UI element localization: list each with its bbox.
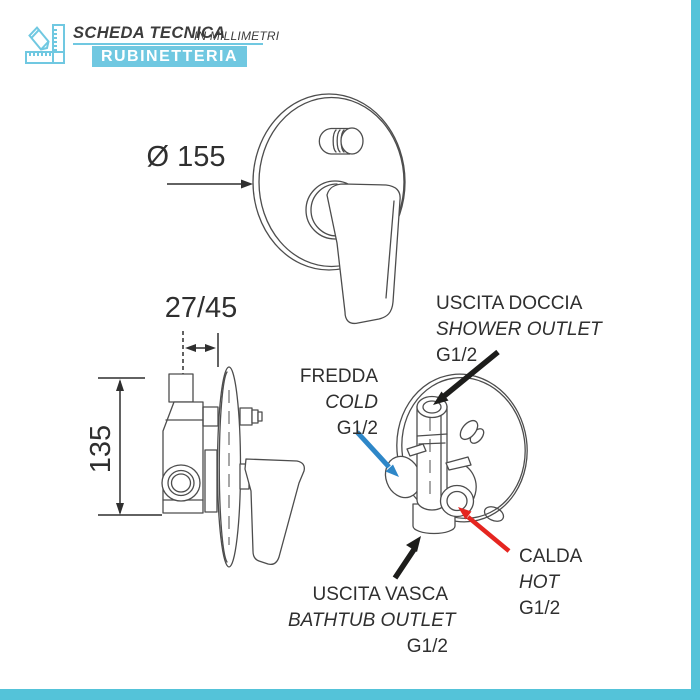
header-divider (73, 43, 263, 45)
shower-outlet-callout: USCITA DOCCIA SHOWER OUTLET G1/2 (436, 291, 602, 369)
diameter-label: Ø 155 (146, 141, 226, 173)
shower-outlet-thread: G1/2 (436, 345, 478, 366)
bathtub-outlet-thread: G1/2 (406, 636, 448, 657)
front-view-drawing (252, 93, 406, 325)
bottom-border-bar (0, 689, 700, 700)
hot-inlet-callout: CALDA HOT G1/2 (519, 544, 582, 622)
hot-inlet-label-en: HOT (519, 572, 560, 593)
bathtub-outlet-label-en: BATHTUB OUTLET (288, 610, 456, 631)
cold-inlet-callout: FREDDA COLD G1/2 (280, 364, 378, 442)
cold-arrow (355, 430, 399, 477)
brand-badge: RUBINETTERIA (92, 46, 247, 67)
depth-label: 27/45 (164, 292, 238, 324)
diameter-dimension (167, 179, 253, 189)
sheet-title: SCHEDA TECNICA (73, 24, 226, 42)
hot-inlet-thread: G1/2 (519, 598, 561, 619)
height-label: 135 (85, 424, 117, 474)
side-view-drawing (98, 331, 305, 568)
unit-note: IN MILLIMETRI (194, 29, 280, 43)
bathtub-outlet-label-it: USCITA VASCA (312, 584, 449, 605)
shower-arrow (433, 349, 500, 405)
hot-arrow (458, 507, 511, 553)
cold-inlet-thread: G1/2 (336, 418, 378, 439)
pencil-ruler-icon (24, 21, 70, 67)
shower-outlet-label-it: USCITA DOCCIA (436, 293, 583, 314)
right-border-bar (691, 0, 700, 700)
rear-view-drawing (384, 373, 528, 535)
bathtub-outlet-callout: USCITA VASCA BATHTUB OUTLET G1/2 (288, 582, 456, 660)
cold-inlet-label-it: FREDDA (299, 366, 378, 387)
bathtub-arrow (392, 536, 421, 580)
hot-inlet-label-it: CALDA (519, 546, 583, 567)
shower-outlet-label-en: SHOWER OUTLET (436, 319, 602, 340)
cold-inlet-label-en: COLD (325, 392, 378, 413)
